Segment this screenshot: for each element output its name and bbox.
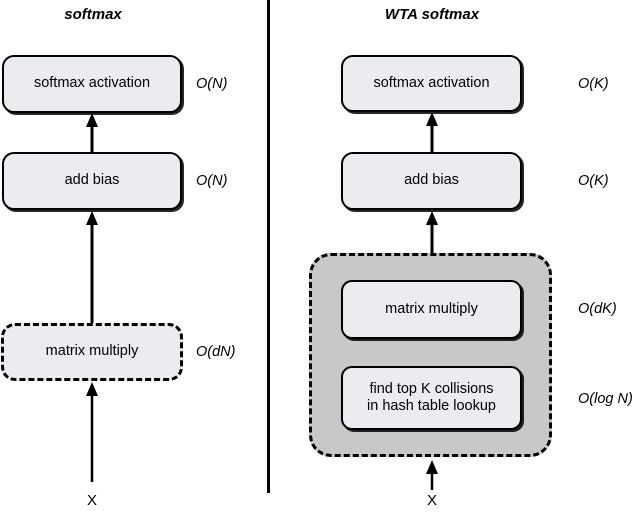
left-box-matrix-multiply: matrix multiply	[1, 323, 183, 381]
right-box-find-top-k-collisions-label: find top K collisions in hash table look…	[367, 380, 496, 414]
right-arrow-group-to-addbias	[423, 211, 441, 254]
left-box-matrix-multiply-label: matrix multiply	[45, 343, 139, 360]
right-box-matrix-multiply: matrix multiply	[341, 280, 522, 339]
left-complexity-add-bias: O(N)	[196, 173, 228, 189]
right-box-softmax-activation-label: softmax activation	[373, 74, 490, 91]
left-box-softmax-activation-label: softmax activation	[33, 75, 151, 92]
left-complexity-matrix-multiply: O(dN)	[196, 344, 236, 360]
right-input-label: X	[426, 492, 438, 509]
right-box-add-bias: add bias	[341, 152, 522, 210]
right-panel-title: WTA softmax	[384, 6, 480, 23]
right-complexity-add-bias: O(K)	[578, 173, 609, 189]
left-box-softmax-activation: softmax activation	[2, 55, 182, 113]
panel-divider	[267, 0, 270, 493]
left-panel-title: softmax	[64, 6, 122, 23]
right-box-add-bias-label: add bias	[404, 172, 459, 189]
right-box-softmax-activation: softmax activation	[341, 55, 522, 112]
left-arrow-input-to-matmul	[83, 382, 101, 482]
right-arrow-addbias-to-softmax	[423, 112, 441, 152]
left-arrow-matmul-to-addbias	[83, 211, 101, 323]
right-arrow-input-to-group	[423, 460, 441, 490]
right-complexity-find-top-k-collisions: O(log N)	[578, 391, 633, 407]
left-arrow-addbias-to-softmax	[83, 113, 101, 153]
left-box-add-bias-label: add bias	[64, 172, 120, 189]
right-complexity-softmax-activation: O(K)	[578, 76, 609, 92]
left-complexity-softmax-activation: O(N)	[196, 76, 228, 92]
left-box-add-bias: add bias	[2, 152, 182, 210]
right-complexity-matrix-multiply: O(dK)	[578, 301, 617, 317]
right-box-matrix-multiply-label: matrix multiply	[385, 300, 478, 317]
left-input-label: X	[86, 492, 98, 509]
right-box-find-top-k-collisions: find top K collisions in hash table look…	[341, 366, 522, 430]
